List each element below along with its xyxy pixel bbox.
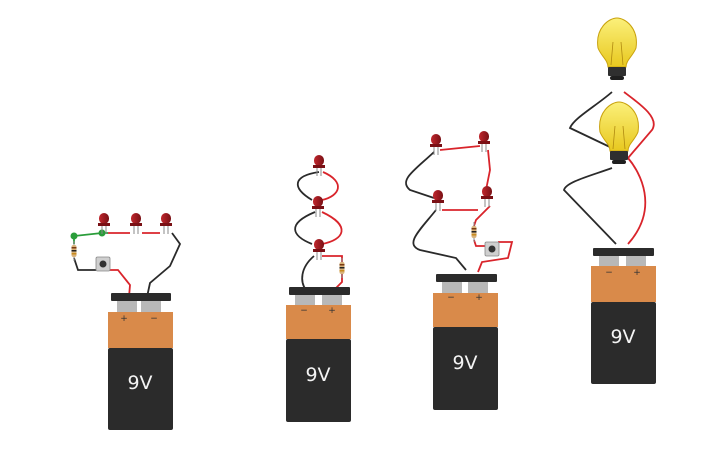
led-3d: [480, 185, 494, 208]
circuit-2: − + 9V: [286, 154, 351, 422]
battery-1-term-left: +: [120, 314, 128, 324]
battery-4-label: 9V: [610, 326, 635, 348]
resistor-2: [339, 257, 345, 279]
battery-1: + − 9V: [108, 293, 173, 430]
resistor-1: [71, 240, 77, 262]
battery-3-label: 9V: [452, 352, 477, 374]
wires-2: [294, 171, 343, 291]
led-3a: [429, 133, 443, 156]
battery-2-term-right: +: [328, 306, 336, 316]
battery-1-term-right: −: [150, 314, 158, 324]
led-1c: [159, 212, 173, 235]
battery-3-term-left: −: [447, 293, 455, 303]
battery-1-label: 9V: [127, 372, 152, 394]
battery-3-term-right: +: [475, 293, 483, 303]
battery-4: − + 9V: [591, 248, 656, 384]
light-bulb-1: [597, 17, 637, 81]
battery-2: − + 9V: [286, 287, 351, 422]
wires-1: [73, 232, 182, 298]
led-3c: [431, 189, 445, 212]
circuit-3: − + 9V: [405, 130, 514, 410]
pushbutton-1: [95, 256, 111, 272]
circuit-1: + − 9V: [70, 212, 182, 430]
battery-4-term-right: +: [633, 268, 641, 278]
wires-4: [563, 91, 655, 245]
battery-4-term-left: −: [605, 268, 613, 278]
led-2b: [311, 195, 325, 218]
battery-3: − + 9V: [433, 274, 498, 410]
pushbutton-3: [484, 241, 500, 257]
led-3b: [477, 130, 491, 153]
wires-3: [405, 145, 514, 273]
battery-2-label: 9V: [305, 364, 330, 386]
circuit-4: − + 9V: [563, 17, 656, 384]
resistor-3: [471, 221, 477, 243]
battery-2-term-left: −: [300, 306, 308, 316]
led-1b: [129, 212, 143, 235]
light-bulb-2: [599, 101, 639, 165]
